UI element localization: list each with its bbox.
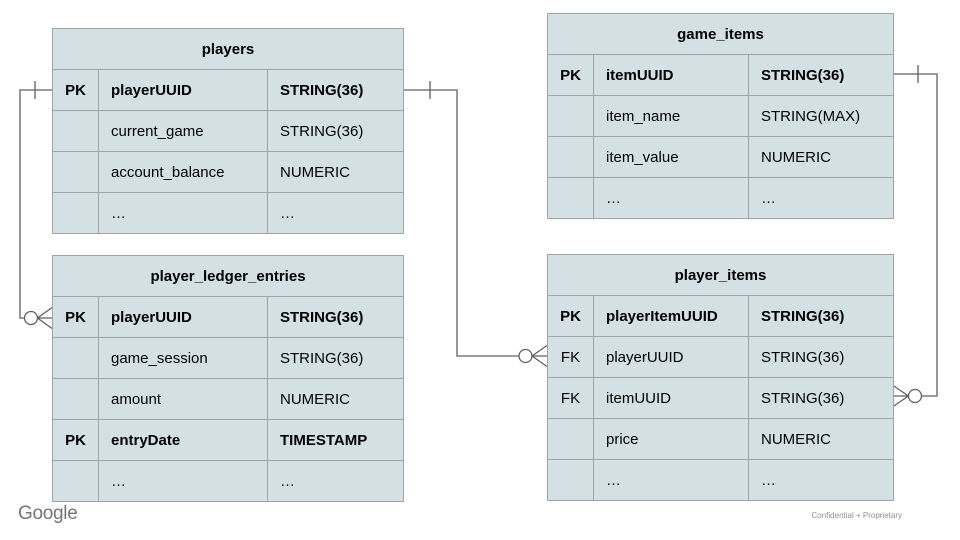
column-name-cell: playerItemUUID xyxy=(593,295,749,337)
column-type-cell: STRING(36) xyxy=(267,110,404,152)
cardinality-zero-or-many-icon xyxy=(23,306,53,330)
column-type-cell: STRING(36) xyxy=(748,54,894,96)
column-type-cell: NUMERIC xyxy=(267,151,404,193)
column-type-cell: NUMERIC xyxy=(267,378,404,420)
column-name-cell: … xyxy=(593,459,749,501)
table-row: …… xyxy=(52,460,404,502)
table-title: players xyxy=(52,28,404,70)
column-name-cell: item_name xyxy=(593,95,749,137)
key-cell: PK xyxy=(52,296,99,338)
column-type-cell: STRING(36) xyxy=(748,336,894,378)
key-cell xyxy=(52,110,99,152)
key-cell xyxy=(547,177,594,219)
column-type-cell: … xyxy=(748,459,894,501)
key-cell: PK xyxy=(52,69,99,111)
key-cell xyxy=(547,136,594,178)
column-type-cell: STRING(36) xyxy=(267,296,404,338)
column-type-cell: STRING(MAX) xyxy=(748,95,894,137)
column-name-cell: playerUUID xyxy=(593,336,749,378)
table-row: …… xyxy=(547,177,894,219)
key-cell: PK xyxy=(547,54,594,96)
column-type-cell: STRING(36) xyxy=(748,295,894,337)
key-cell xyxy=(52,460,99,502)
table-header-row: game_items xyxy=(547,13,894,55)
key-cell xyxy=(547,95,594,137)
key-cell xyxy=(52,151,99,193)
relationship-players-to-player-ledger-entries xyxy=(19,81,53,330)
table-title: player_items xyxy=(547,254,894,296)
key-cell xyxy=(547,459,594,501)
cardinality-zero-or-many-icon xyxy=(892,384,923,408)
table-header-row: player_items xyxy=(547,254,894,296)
confidential-note: Confidential + Proprietary xyxy=(811,511,903,520)
key-cell xyxy=(52,192,99,234)
column-name-cell: … xyxy=(593,177,749,219)
column-name-cell: account_balance xyxy=(98,151,268,193)
column-name-cell: entryDate xyxy=(98,419,268,461)
key-cell: PK xyxy=(52,419,99,461)
column-name-cell: … xyxy=(98,192,268,234)
key-cell xyxy=(52,337,99,379)
column-type-cell: NUMERIC xyxy=(748,136,894,178)
key-cell: FK xyxy=(547,377,594,419)
column-name-cell: current_game xyxy=(98,110,268,152)
key-cell xyxy=(547,418,594,460)
key-cell xyxy=(52,378,99,420)
key-cell: FK xyxy=(547,336,594,378)
column-name-cell: price xyxy=(593,418,749,460)
relationship-game-items-to-player-items xyxy=(892,65,938,408)
column-name-cell: game_session xyxy=(98,337,268,379)
column-name-cell: item_value xyxy=(593,136,749,178)
column-name-cell: amount xyxy=(98,378,268,420)
column-type-cell: … xyxy=(267,460,404,502)
table-row: …… xyxy=(547,459,894,501)
relationship-players-to-player-items xyxy=(403,81,548,368)
table-title: player_ledger_entries xyxy=(52,255,404,297)
column-type-cell: TIMESTAMP xyxy=(267,419,404,461)
column-name-cell: itemUUID xyxy=(593,377,749,419)
column-type-cell: STRING(36) xyxy=(748,377,894,419)
column-type-cell: … xyxy=(748,177,894,219)
google-logo: Google xyxy=(18,503,78,524)
cardinality-zero-or-many-icon xyxy=(518,344,548,368)
column-type-cell: STRING(36) xyxy=(267,69,404,111)
table-row: …… xyxy=(52,192,404,234)
table-header-row: player_ledger_entries xyxy=(52,255,404,297)
column-name-cell: playerUUID xyxy=(98,69,268,111)
column-type-cell: NUMERIC xyxy=(748,418,894,460)
table-header-row: players xyxy=(52,28,404,70)
column-type-cell: STRING(36) xyxy=(267,337,404,379)
column-type-cell: … xyxy=(267,192,404,234)
column-name-cell: itemUUID xyxy=(593,54,749,96)
column-name-cell: … xyxy=(98,460,268,502)
table-title: game_items xyxy=(547,13,894,55)
column-name-cell: playerUUID xyxy=(98,296,268,338)
key-cell: PK xyxy=(547,295,594,337)
